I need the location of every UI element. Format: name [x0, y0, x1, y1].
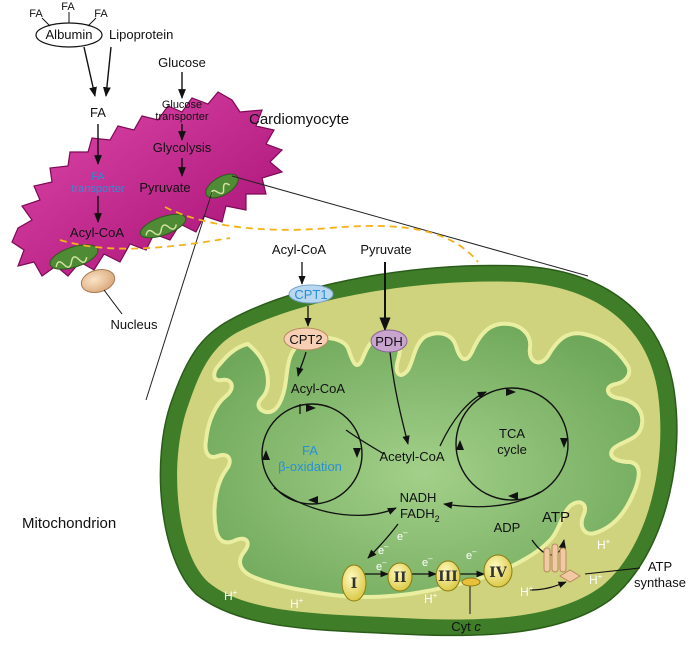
glucose-transporter-label-1: Glucose [162, 99, 202, 111]
pyruvate-label-cell: Pyruvate [139, 180, 190, 195]
glucose-transporter-label-2: transporter [155, 111, 209, 123]
cardiomyocyte-label: Cardiomyocyte [249, 111, 349, 128]
arrow-albumin-to-fa [84, 47, 95, 96]
complex-iii-label: III [438, 569, 458, 585]
atp-label: ATP [542, 509, 570, 526]
e-sup: – [382, 558, 387, 567]
nucleus-label: Nucleus [111, 317, 158, 332]
fa-beta-label-2: β-oxidation [278, 459, 342, 474]
glucose-label: Glucose [158, 55, 206, 70]
fa-label-3: FA [94, 8, 108, 20]
fa-label-1: FA [29, 8, 43, 20]
h-text: H [290, 597, 299, 611]
fa-beta-label-1: FA [302, 443, 318, 458]
fa-label-main: FA [90, 105, 106, 120]
tca-label-1: TCA [499, 426, 525, 441]
adp-label: ADP [494, 520, 521, 535]
fa-bond-left [42, 18, 50, 26]
e-sup: – [384, 542, 389, 551]
nadh-label: NADH [400, 490, 437, 505]
cyt-c-label: Cyt c [451, 619, 481, 634]
nucleus-shape [79, 266, 118, 296]
h-text: H [224, 589, 233, 603]
pdh-label: PDH [375, 334, 402, 349]
tca-label-2: cycle [497, 442, 527, 457]
complex-i-label: I [351, 576, 358, 592]
h-text: H [520, 585, 529, 599]
e-sup: – [403, 528, 408, 537]
h-sup: + [233, 588, 238, 597]
acyl-coa-label-top: Acyl-CoA [272, 242, 327, 257]
h-text: H [589, 573, 598, 587]
pyruvate-label-top: Pyruvate [360, 242, 411, 257]
h-sup: + [606, 537, 611, 546]
cyt-c-italic: c [474, 619, 481, 634]
fa-transporter-label-2: transporter [71, 183, 125, 195]
mitochondrion-label: Mitochondrion [22, 515, 116, 532]
fadh2-subscript: 2 [435, 514, 440, 524]
cyt-text: Cyt [451, 619, 471, 634]
h-sup: + [433, 591, 438, 600]
h-sup: + [299, 596, 304, 605]
e-sup: – [428, 554, 433, 563]
fa-transporter-label-1: FA [91, 171, 105, 183]
arrow-lipoprotein-to-fa [106, 47, 111, 96]
complex-ii-label: II [393, 570, 406, 586]
acetyl-coa-label: Acetyl-CoA [379, 449, 444, 464]
h-text: H [597, 538, 606, 552]
lipoprotein-label: Lipoprotein [109, 27, 173, 42]
h-text: H [424, 592, 433, 606]
h-sup: + [598, 572, 603, 581]
zoom-line-top [232, 176, 588, 276]
nucleus-leader [104, 290, 122, 314]
cpt2-label: CPT2 [289, 332, 322, 347]
h-sup: + [529, 584, 534, 593]
acyl-coa-label-matrix: Acyl-CoA [291, 381, 346, 396]
fadh2-text: FADH [400, 506, 435, 521]
atp-synthase-label-2: synthase [634, 575, 686, 590]
glycolysis-label: Glycolysis [153, 140, 212, 155]
cpt1-label: CPT1 [294, 287, 327, 302]
fa-label-2: FA [61, 1, 75, 13]
cyt-c-shape [462, 578, 480, 586]
acyl-coa-label-cell: Acyl-CoA [70, 225, 125, 240]
albumin-label: Albumin [46, 27, 93, 42]
complex-iv-label: IV [489, 565, 508, 581]
atp-synthase-label-1: ATP [648, 559, 672, 574]
e-sup: – [472, 547, 477, 556]
